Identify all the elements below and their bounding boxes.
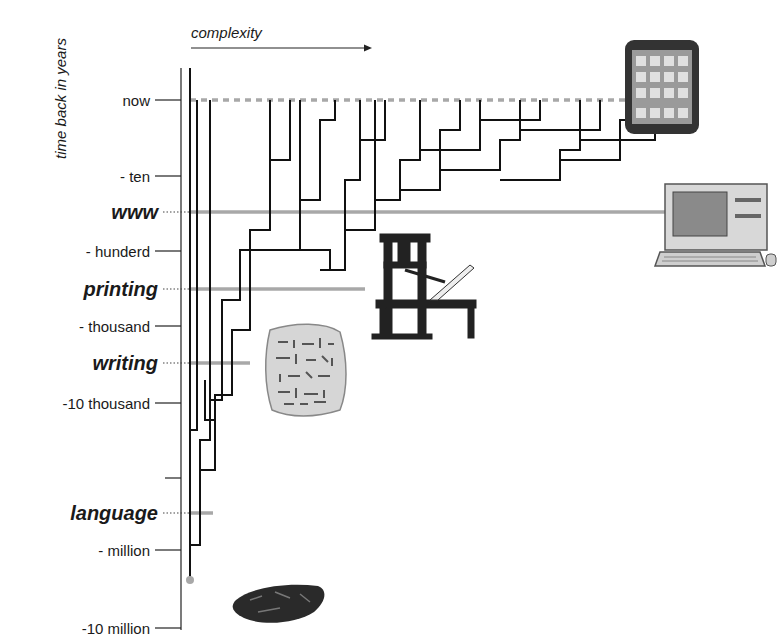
milestone-label: language bbox=[70, 503, 158, 523]
axis-title: time back in years bbox=[53, 38, 68, 159]
milestone-leaders bbox=[163, 212, 190, 513]
tick-label: - ten bbox=[120, 169, 150, 184]
clay-tablet bbox=[266, 324, 346, 416]
stone-tool bbox=[233, 585, 325, 623]
tick-label: now bbox=[122, 93, 150, 108]
origin-dot bbox=[186, 576, 194, 584]
printing-press bbox=[372, 234, 476, 339]
tick-label: - hunderd bbox=[86, 244, 150, 259]
tick-label: -10 thousand bbox=[62, 396, 150, 411]
evolution-tree bbox=[190, 68, 655, 578]
tick-label: - million bbox=[98, 543, 150, 558]
milestone-label: writing bbox=[92, 353, 158, 373]
time-axis bbox=[155, 68, 181, 630]
complexity-arrow bbox=[191, 45, 372, 52]
computer bbox=[655, 184, 776, 266]
smartphone bbox=[625, 40, 699, 134]
milestone-label: printing bbox=[84, 279, 158, 299]
milestone-label: www bbox=[111, 202, 158, 222]
tick-label: - thousand bbox=[79, 319, 150, 334]
tick-label: -10 million bbox=[82, 621, 150, 636]
axis-title: complexity bbox=[191, 25, 262, 40]
milestone-lines bbox=[190, 100, 665, 513]
